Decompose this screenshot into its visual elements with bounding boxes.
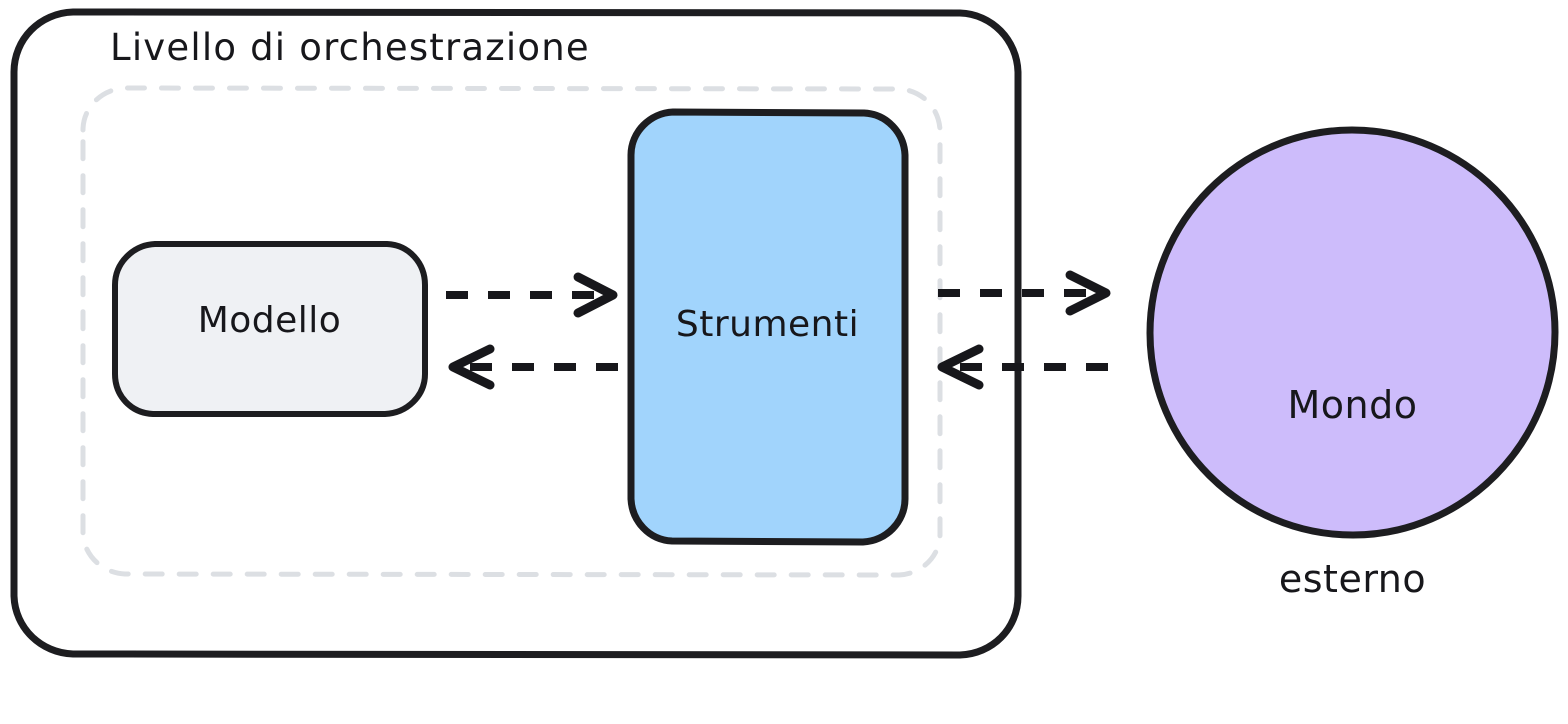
node-mondo-esterno[interactable]	[1146, 126, 1559, 539]
edge-mondo-to-strumenti-arrowhead	[937, 344, 984, 390]
edge-strumenti-to-modello[interactable]	[448, 344, 624, 390]
orchestration-layer-title: Livello di orchestrazione	[110, 26, 590, 69]
node-mondo-esterno-label-line-2: esterno	[1278, 557, 1427, 601]
edge-strumenti-to-mondo-arrowhead	[1065, 270, 1111, 316]
node-modello[interactable]	[112, 241, 428, 417]
edge-mondo-to-strumenti[interactable]	[937, 344, 1124, 390]
node-mondo-esterno-label: Mondo esterno	[1150, 260, 1555, 724]
node-modello-label: Modello	[197, 300, 342, 341]
node-mondo-esterno-label-line-1: Mondo	[1287, 383, 1418, 427]
node-strumenti-label: Strumenti	[675, 304, 860, 345]
diagram-canvas: Livello di orchestrazione Modello Strume…	[10, 8, 1559, 659]
edge-modello-to-strumenti[interactable]	[446, 272, 618, 318]
edge-strumenti-to-mondo[interactable]	[938, 270, 1111, 316]
inner-dashed-container[interactable]	[80, 85, 943, 578]
node-strumenti-shape	[627, 108, 909, 546]
node-strumenti[interactable]	[627, 108, 909, 546]
node-mondo-esterno-shape	[1146, 126, 1559, 539]
diagram-shapes-layer	[10, 8, 1559, 659]
node-modello-shape	[112, 241, 428, 417]
inner-dashed-border	[80, 85, 943, 578]
edge-strumenti-to-modello-arrowhead	[448, 344, 495, 390]
edge-modello-to-strumenti-arrowhead	[573, 272, 618, 318]
